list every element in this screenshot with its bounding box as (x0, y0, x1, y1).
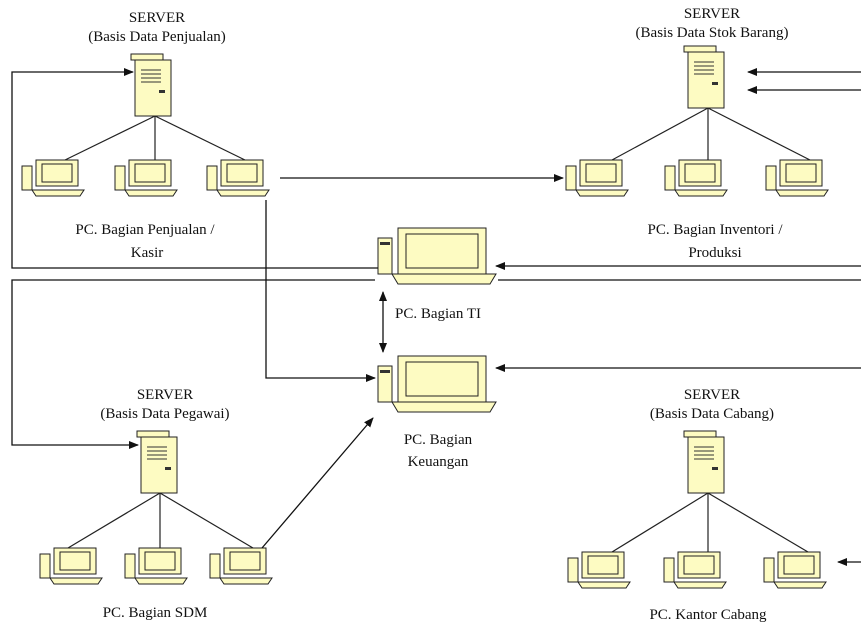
node-keuangan: PC. Bagian Keuangan (377, 355, 497, 470)
pc-label-keuangan-2: Keuangan (408, 454, 469, 470)
pc-label-penjualan-2: Kasir (131, 245, 164, 261)
server-icon (683, 45, 725, 109)
server-icon (130, 53, 172, 117)
server-db-pegawai: (Basis Data Pegawai) (100, 406, 229, 422)
pc-label-inventori-2: Produksi (688, 245, 741, 261)
pc-label-ti: PC. Bagian TI (395, 306, 481, 322)
pc-label-cabang: PC. Kantor Cabang (649, 607, 767, 623)
pc-icon (663, 551, 727, 589)
pc-icon (39, 547, 103, 585)
pc-ti-icon (377, 227, 497, 285)
pc-label-sdm: PC. Bagian SDM (103, 605, 208, 621)
server-db-cabang: (Basis Data Cabang) (650, 406, 774, 422)
server-title-cabang: SERVER (684, 387, 740, 403)
pc-icon (763, 551, 827, 589)
arrow-penjualan-to-keuangan (265, 200, 376, 382)
pc-icon (209, 547, 273, 585)
server-icon (136, 430, 178, 494)
server-db-inventori: (Basis Data Stok Barang) (636, 25, 789, 41)
pc-keuangan-icon (377, 355, 497, 413)
group-inventori: SERVER (Basis Data Stok Barang) PC. Bagi… (565, 6, 829, 261)
pc-label-inventori-1: PC. Bagian Inventori / (648, 222, 784, 238)
server-icon (683, 430, 725, 494)
group-penjualan: SERVER (Basis Data Penjualan) PC. Bagian… (21, 10, 270, 261)
pc-label-penjualan-1: PC. Bagian Penjualan / (75, 222, 215, 238)
server-db-penjualan: (Basis Data Penjualan) (88, 29, 225, 45)
arrow-sdm-to-keuangan (261, 417, 374, 549)
node-ti: PC. Bagian TI (377, 227, 497, 322)
arrow-ti-to-server-penjualan (11, 68, 378, 269)
pc-icon (565, 159, 629, 197)
group-cabang: SERVER (Basis Data Cabang) PC. Kantor Ca… (567, 387, 827, 623)
pc-icon (21, 159, 85, 197)
server-title-inventori: SERVER (684, 6, 740, 22)
group-pegawai: SERVER (Basis Data Pegawai) PC. Bagian S… (39, 387, 273, 621)
server-title-penjualan: SERVER (129, 10, 185, 26)
pc-icon (206, 159, 270, 197)
connections (11, 68, 861, 566)
pc-icon (124, 547, 188, 585)
pc-label-keuangan-1: PC. Bagian (404, 432, 473, 448)
pc-icon (664, 159, 728, 197)
pc-icon (114, 159, 178, 197)
arrow-ti-to-server-pegawai (11, 279, 375, 449)
server-title-pegawai: SERVER (137, 387, 193, 403)
pc-icon (567, 551, 631, 589)
pc-icon (765, 159, 829, 197)
